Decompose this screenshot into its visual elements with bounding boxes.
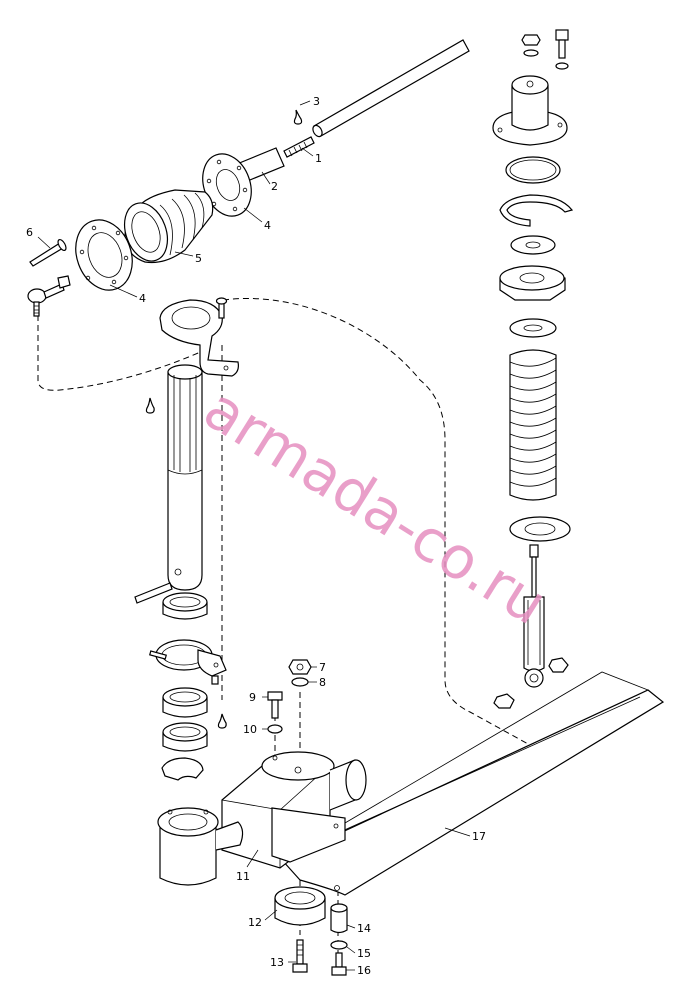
cross-pin <box>134 582 173 604</box>
callout-16: 16 <box>357 964 371 977</box>
callout-9: 9 <box>249 691 256 704</box>
callout-2: 2 <box>271 180 278 193</box>
bushing-bottom <box>162 722 208 752</box>
callout-17: 17 <box>472 830 486 843</box>
callout-1: 1 <box>315 152 322 165</box>
bolt-13 <box>292 939 308 973</box>
main-housing <box>157 671 665 896</box>
bolt-16 <box>331 952 347 976</box>
strut-assembly <box>492 29 574 709</box>
spacer-sleeve <box>330 903 348 934</box>
flange-lower <box>75 219 133 291</box>
dashed-guide-left <box>37 315 206 391</box>
callout-15: 15 <box>357 947 371 960</box>
bolt-9 <box>267 691 283 719</box>
dashed-guide-top <box>222 298 531 746</box>
splined-tube <box>167 364 203 591</box>
washer-15 <box>330 940 348 950</box>
thrust-piece <box>161 757 204 781</box>
ball-joint <box>27 275 71 317</box>
bushing-lower <box>162 687 208 718</box>
clamp-ring <box>149 639 227 685</box>
callout-14: 14 <box>357 922 371 935</box>
long-shaft <box>312 39 470 138</box>
nut-7 <box>288 659 312 675</box>
callout-11: 11 <box>236 870 250 883</box>
steering-arm <box>159 297 239 377</box>
leader-lines <box>37 100 471 971</box>
grease-fitting-icon-tube <box>145 397 155 414</box>
grease-fitting-icon-bushing <box>217 713 227 729</box>
callout-12: 12 <box>248 916 262 929</box>
base-ring <box>274 886 326 926</box>
spring-pin <box>283 136 315 158</box>
callout-8: 8 <box>319 676 326 689</box>
callout-13: 13 <box>270 956 284 969</box>
callout-5: 5 <box>195 252 202 265</box>
callout-7: 7 <box>319 661 326 674</box>
callout-3: 3 <box>313 95 320 108</box>
watermark-text: armada-co.ru <box>193 374 559 638</box>
callout-4-upper: 4 <box>264 219 271 232</box>
rubber-boot <box>123 189 214 264</box>
callout-10: 10 <box>243 723 257 736</box>
callout-4-lower: 4 <box>139 292 146 305</box>
washer-8 <box>291 677 309 687</box>
flange-upper <box>202 153 252 217</box>
grease-fitting-icon <box>293 109 303 125</box>
pivot-pin <box>29 238 67 267</box>
washer-10 <box>267 724 283 734</box>
bushing-upper <box>162 592 208 620</box>
callout-6: 6 <box>26 226 33 239</box>
